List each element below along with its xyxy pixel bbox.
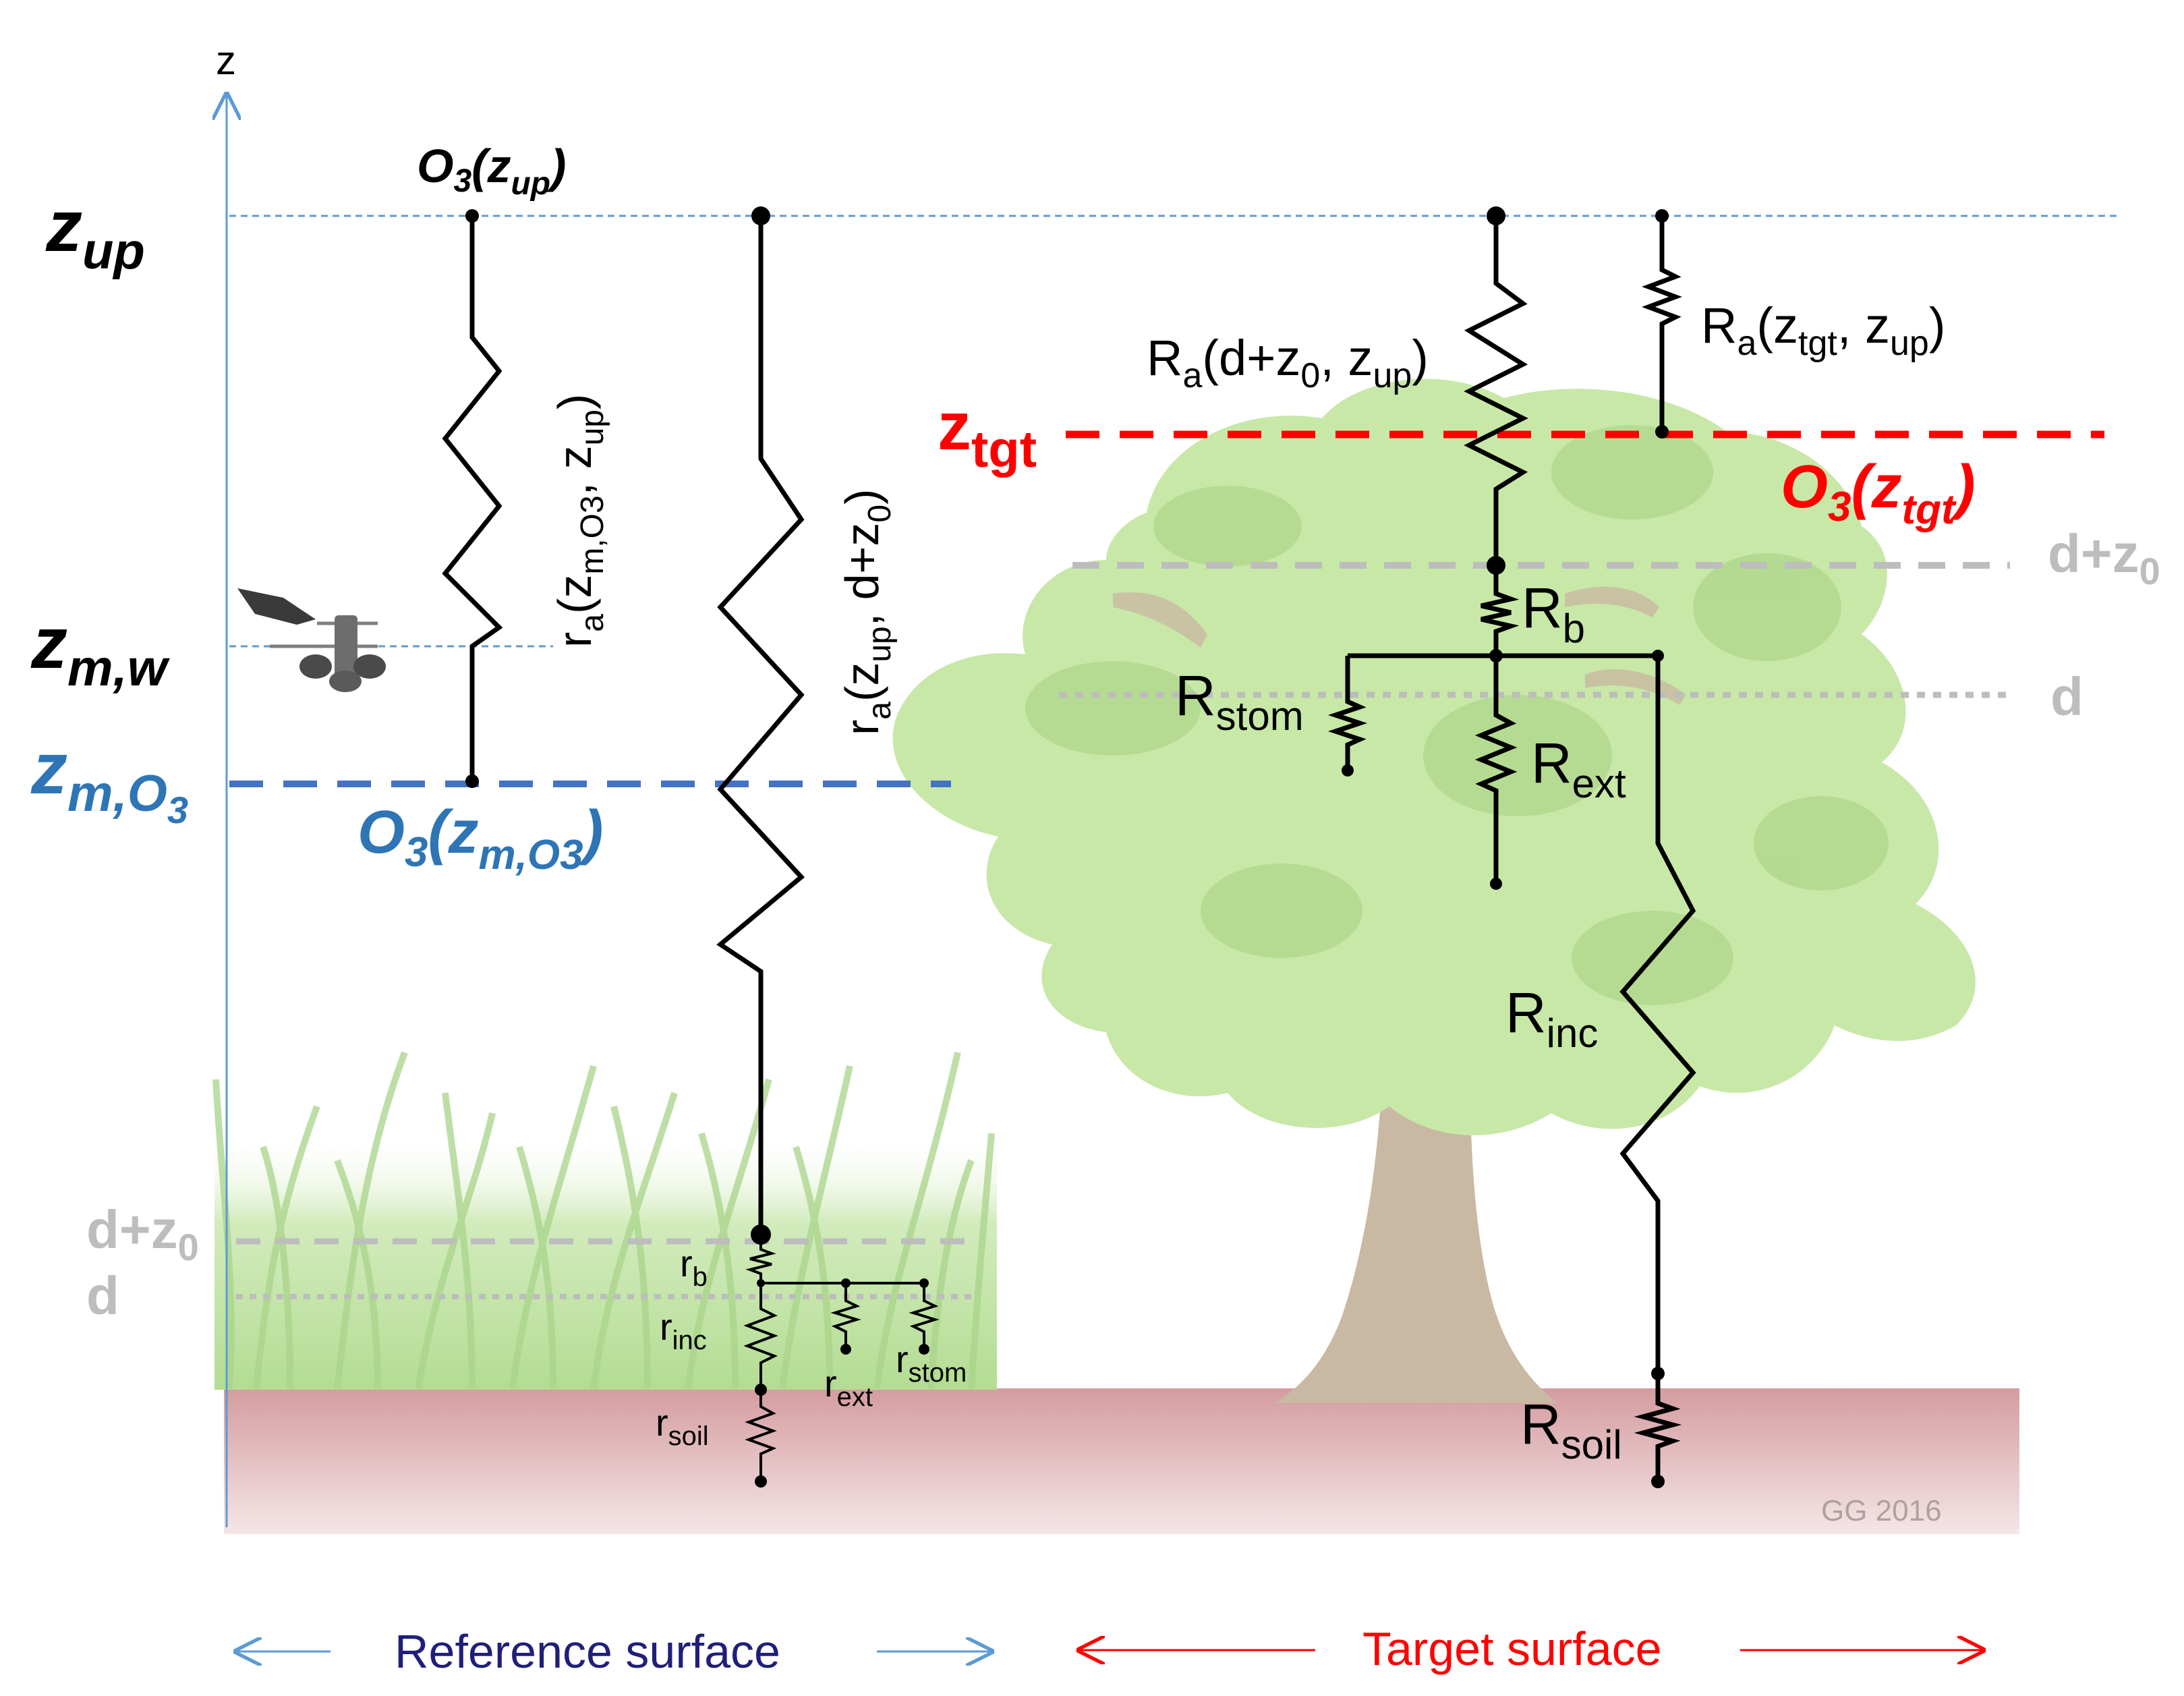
tree-trunk xyxy=(1275,904,1558,1403)
reference-surface-footer: Reference surface xyxy=(236,1625,992,1678)
z-up-label: zup xyxy=(45,185,145,280)
tree-illustration xyxy=(892,378,1976,1403)
tree-d-z0-label: d+z0 xyxy=(2048,524,2160,592)
rinc-ref-label: rinc xyxy=(660,1305,707,1355)
rb-ref-label: rb xyxy=(680,1242,708,1292)
tree-d-label: d xyxy=(2050,667,2084,727)
Rb-label: Rb xyxy=(1522,576,1585,651)
credit-label: GG 2016 xyxy=(1821,1494,1942,1527)
z-tgt-label: ztgt xyxy=(938,389,1037,478)
rext-ref-label: rext xyxy=(824,1362,873,1412)
o3-zup-label: O3(zup) xyxy=(417,140,566,202)
Ra-ztgt-zup-label: Ra(ztgt, zup) xyxy=(1701,298,1945,363)
rstom-ref-label: rstom xyxy=(896,1338,967,1388)
ra-zm-zup-label: ra(zm,O3, zup) xyxy=(548,394,610,648)
o3-zm-label: O3(zm,O3) xyxy=(357,799,604,878)
soil-ground xyxy=(224,1388,2019,1534)
z-m-w-label: zm,w xyxy=(30,602,171,697)
z-axis-label: z xyxy=(216,38,236,83)
grass-d-label: d xyxy=(86,1266,119,1326)
z-axis: z xyxy=(216,38,236,1527)
ra-zup-dz0-label: ra(zup, d+z0) xyxy=(836,489,898,735)
Rsoil-label: Rsoil xyxy=(1520,1392,1622,1467)
target-surface-label: Target surface xyxy=(1362,1622,1662,1675)
target-surface-footer: Target surface xyxy=(1079,1622,1983,1675)
target-circuit xyxy=(1327,206,1696,1488)
reference-surface-label: Reference surface xyxy=(395,1625,780,1678)
grass-d-z0-label: d+z0 xyxy=(86,1199,199,1268)
Ra-dz0-zup-label: Ra(d+z0, zup) xyxy=(1147,330,1429,395)
rsoil-ref-label: rsoil xyxy=(656,1401,709,1451)
Rinc-label: Rinc xyxy=(1505,981,1598,1056)
anemometer-icon xyxy=(237,588,386,692)
grass-canopy xyxy=(212,1051,997,1390)
o3-ztgt-label: O3(ztgt) xyxy=(1781,453,1976,533)
Rstom-label: Rstom xyxy=(1175,664,1304,739)
Rext-label: Rext xyxy=(1531,731,1626,806)
reference-circuit xyxy=(442,206,940,1488)
z-m-o3-label: zm,O3 xyxy=(30,727,188,831)
